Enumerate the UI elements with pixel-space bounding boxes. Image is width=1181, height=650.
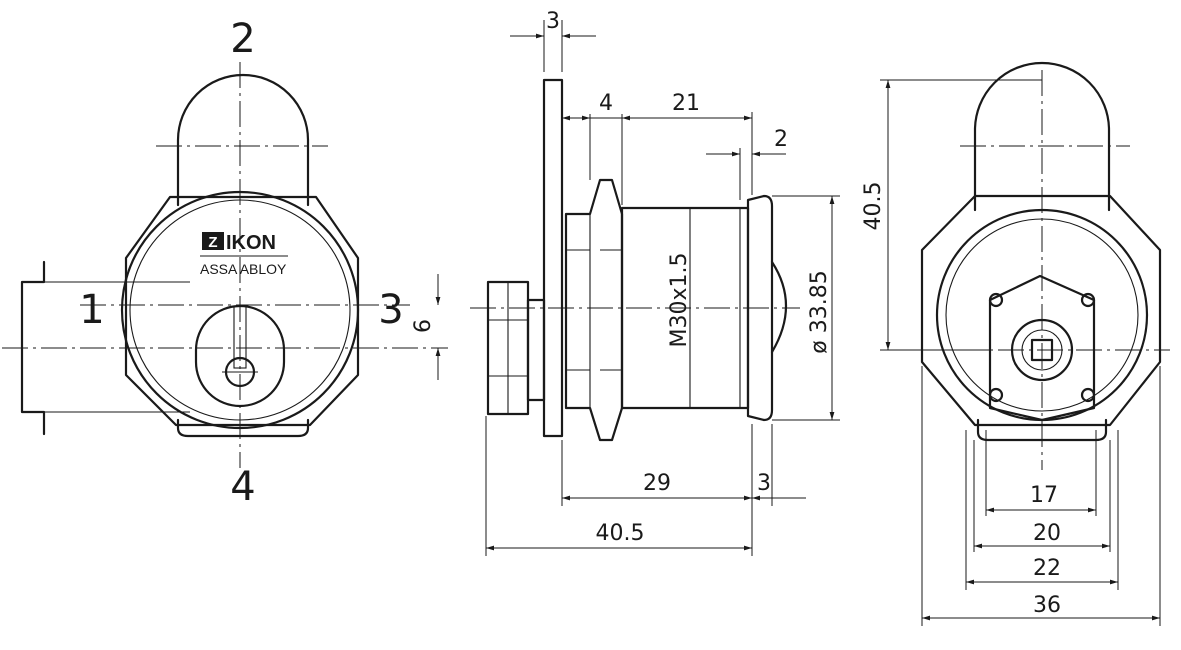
- rear-hex-body: [920, 194, 1162, 427]
- dim-nut: 4: [599, 91, 613, 116]
- rear-view: 40.5 17 20 22 36: [861, 61, 1170, 626]
- rear-cam-shackle: [973, 61, 1111, 212]
- logo-mark: Z: [208, 234, 217, 251]
- cam-shackle: [176, 73, 310, 207]
- keyway: [194, 304, 286, 408]
- dim-overall: 40.5: [596, 521, 645, 546]
- panel-outline: [20, 260, 46, 436]
- logo-mark-box: [202, 232, 224, 250]
- dim-w22: 22: [1033, 556, 1061, 581]
- dim-head: 3: [757, 471, 771, 496]
- logo-subtitle: ASSA ABLOY: [200, 261, 287, 277]
- dim-offset: 6: [411, 319, 436, 333]
- logo-brand: IKON: [226, 232, 276, 254]
- dim-gap: 2: [774, 127, 788, 152]
- dim-w20: 20: [1033, 521, 1061, 546]
- position-label-left: 1: [79, 287, 104, 333]
- screw-bottom-right: [1080, 387, 1096, 403]
- cam-bottom-tab: [176, 418, 310, 438]
- dim-length: 29: [643, 471, 671, 496]
- dim-diameter: ø 33.85: [807, 270, 832, 353]
- dim-w17: 17: [1030, 483, 1058, 508]
- hex-nut: [124, 195, 360, 427]
- position-label-top: 2: [230, 16, 255, 62]
- dim-thread: M30x1.5: [667, 253, 692, 348]
- ikon-logo: Z IKON ASSA ABLOY: [200, 232, 288, 277]
- screw-top-left: [988, 292, 1004, 308]
- flange-plate: [542, 78, 564, 438]
- position-label-right: 3: [378, 287, 403, 333]
- front-view: Z IKON ASSA ABLOY 2 1 3 4 6: [2, 16, 448, 510]
- screw-top-right: [1080, 292, 1096, 308]
- screw-bottom-left: [988, 387, 1004, 403]
- dim-body: 21: [672, 91, 700, 116]
- cylinder-head: [746, 194, 774, 422]
- position-label-bottom: 4: [230, 464, 255, 510]
- dim-flange: 3: [546, 9, 560, 34]
- mounting-nut: [564, 178, 624, 442]
- dim-w36: 36: [1033, 593, 1061, 618]
- dim-rear-height: 40.5: [861, 182, 886, 231]
- side-view: 3 4 21 2 M30x1.5 ø 33.85 29 3 40.5: [470, 9, 840, 556]
- cam-plate: [988, 274, 1096, 422]
